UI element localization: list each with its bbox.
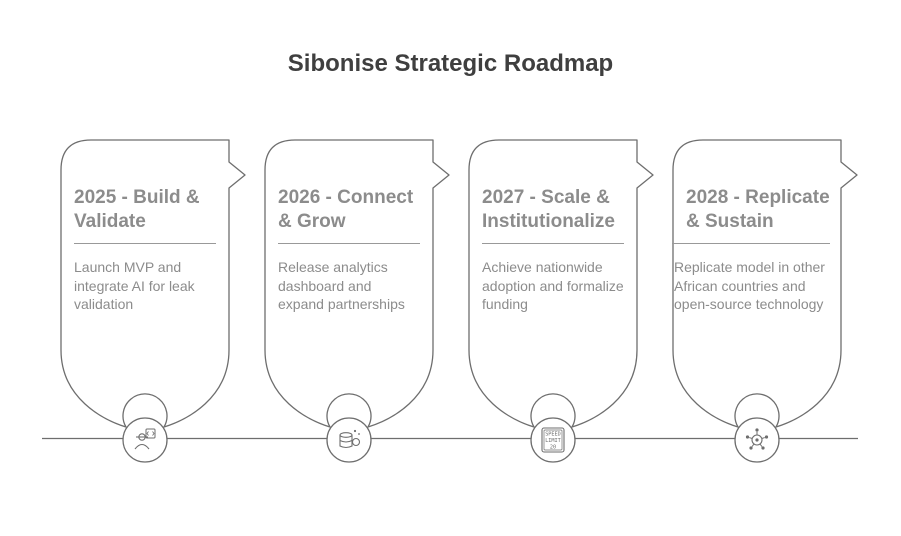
stage-title: 2025 - Build & Validate bbox=[74, 186, 216, 244]
database-sparkle-icon bbox=[326, 417, 372, 463]
stage-card-outline bbox=[468, 139, 654, 428]
stage-card-outline bbox=[60, 139, 246, 428]
stage-description: Replicate model in other African countri… bbox=[674, 259, 825, 312]
stage-title: 2028 - Replicate & Sustain bbox=[672, 186, 830, 244]
page-title: Sibonise Strategic Roadmap bbox=[287, 50, 614, 77]
stage-card-outline bbox=[672, 139, 858, 428]
stage-card-outline bbox=[264, 139, 450, 428]
stage-description: Release analytics dashboard and expand p… bbox=[278, 259, 405, 312]
speed-limit-sign-text: 20 bbox=[550, 445, 556, 451]
speed-limit-sign-text: SPEED bbox=[545, 432, 561, 438]
stage-title: 2026 - Connect & Grow bbox=[278, 186, 420, 244]
network-hub-icon bbox=[734, 417, 780, 463]
developer-code-icon bbox=[122, 417, 168, 463]
stage-description: Achieve nationwide adoption and formaliz… bbox=[482, 259, 624, 312]
stage-description: Launch MVP and integrate AI for leak val… bbox=[74, 259, 195, 312]
speed-limit-sign-text: LIMIT bbox=[545, 438, 561, 444]
stage-title: 2027 - Scale & Institutionalize bbox=[482, 186, 624, 244]
